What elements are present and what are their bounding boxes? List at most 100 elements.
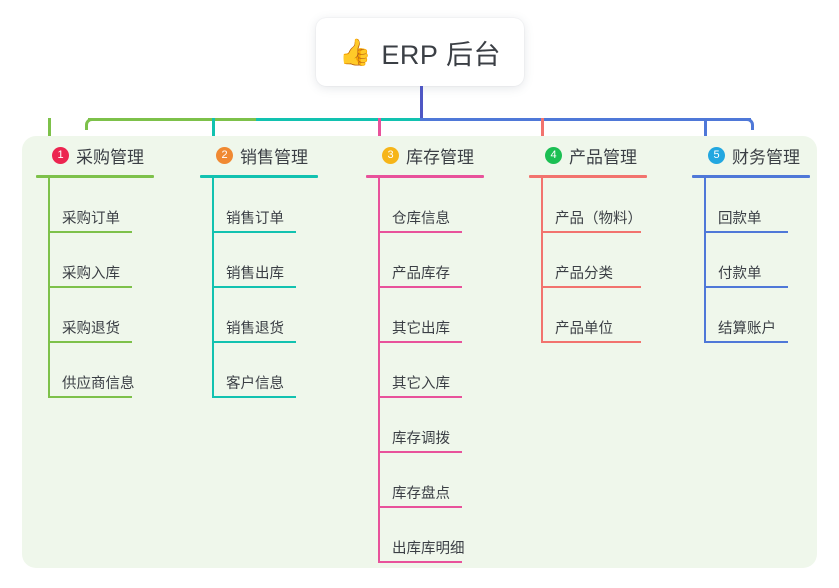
branch-leaf-list-1: 采购订单采购入库采购退货供应商信息 <box>36 178 174 398</box>
leaf-item-label: 产品单位 <box>555 321 613 337</box>
leaf-item-rule <box>378 231 462 233</box>
leaf-item-label: 产品库存 <box>392 266 450 282</box>
root-node-title: ERP 后台 <box>381 39 501 70</box>
branch-header-4[interactable]: 4 产品管理 <box>529 142 667 168</box>
branch-rule-5 <box>692 175 810 178</box>
leaf-item-rule <box>378 286 462 288</box>
leaf-item-label: 采购订单 <box>62 211 120 227</box>
branch-rule-3 <box>366 175 484 178</box>
leaf-item-label: 客户信息 <box>226 376 284 392</box>
leaf-item-rule <box>212 396 296 398</box>
leaf-item[interactable]: 采购入库 <box>36 233 174 288</box>
leaf-item[interactable]: 采购退货 <box>36 288 174 343</box>
branch-title-5: 财务管理 <box>732 147 800 167</box>
leaf-item-rule <box>704 231 788 233</box>
branch-spine-5 <box>704 178 706 343</box>
branch-badge-5: 5 <box>708 146 725 164</box>
leaf-item-rule <box>378 451 462 453</box>
branch-header-1[interactable]: 1 采购管理 <box>36 142 174 168</box>
branch-rule-1 <box>36 175 154 178</box>
leaf-item-label: 销售退货 <box>226 321 284 337</box>
connector-hbar-segment <box>420 118 751 121</box>
leaf-item[interactable]: 结算账户 <box>692 288 830 343</box>
branch-spine-3 <box>378 178 380 563</box>
leaf-item[interactable]: 产品（物料） <box>529 178 667 233</box>
branch-leaf-list-5: 回款单付款单结算账户 <box>692 178 830 343</box>
leaf-item-rule <box>48 341 132 343</box>
leaf-item[interactable]: 采购订单 <box>36 178 174 233</box>
leaf-item[interactable]: 产品单位 <box>529 288 667 343</box>
leaf-item-rule <box>378 506 462 508</box>
leaf-item[interactable]: 付款单 <box>692 233 830 288</box>
leaf-item-label: 结算账户 <box>718 321 776 337</box>
branch-title-1: 采购管理 <box>76 147 144 167</box>
root-stem <box>420 86 423 121</box>
leaf-item[interactable]: 库存盘点 <box>366 453 504 508</box>
branch-column-2: 2 销售管理销售订单销售出库销售退货客户信息 <box>200 142 338 398</box>
leaf-item[interactable]: 库存调拨 <box>366 398 504 453</box>
connector-corner-right <box>742 118 754 130</box>
leaf-item-rule <box>704 286 788 288</box>
leaf-item[interactable]: 产品分类 <box>529 233 667 288</box>
leaf-item[interactable]: 出库库明细 <box>366 508 504 563</box>
branch-rule-2 <box>200 175 318 178</box>
leaf-item[interactable]: 客户信息 <box>200 343 338 398</box>
branch-title-2: 销售管理 <box>240 147 308 167</box>
branch-column-4: 4 产品管理产品（物料） 产品分类产品单位 <box>529 142 667 343</box>
branch-badge-1: 1 <box>52 146 69 164</box>
leaf-item-label: 付款单 <box>718 266 762 282</box>
leaf-item[interactable]: 产品库存 <box>366 233 504 288</box>
leaf-item[interactable]: 销售订单 <box>200 178 338 233</box>
leaf-item-rule <box>541 341 641 343</box>
leaf-item[interactable]: 销售退货 <box>200 288 338 343</box>
leaf-item-label: 其它出库 <box>392 321 450 337</box>
leaf-item-rule <box>704 341 788 343</box>
branch-title-4: 产品管理 <box>569 147 637 167</box>
branch-leaf-list-2: 销售订单销售出库销售退货客户信息 <box>200 178 338 398</box>
leaf-item-rule <box>48 396 132 398</box>
branch-leaf-list-3: 仓库信息产品库存其它出库其它入库库存调拨库存盘点出库库明细 <box>366 178 504 563</box>
branch-badge-2: 2 <box>216 146 233 164</box>
leaf-item-rule <box>48 231 132 233</box>
branch-column-5: 5 财务管理回款单付款单结算账户 <box>692 142 830 343</box>
leaf-item[interactable]: 其它入库 <box>366 343 504 398</box>
branch-header-2[interactable]: 2 销售管理 <box>200 142 338 168</box>
branch-spine-1 <box>48 178 50 398</box>
branches-panel <box>22 136 817 568</box>
branch-leaf-list-4: 产品（物料） 产品分类产品单位 <box>529 178 667 343</box>
branch-rule-4 <box>529 175 647 178</box>
leaf-item-rule <box>541 286 641 288</box>
branch-column-1: 1 采购管理采购订单采购入库采购退货供应商信息 <box>36 142 174 398</box>
leaf-item-label: 销售出库 <box>226 266 284 282</box>
leaf-item-label: 仓库信息 <box>392 211 450 227</box>
leaf-item-label: 采购退货 <box>62 321 120 337</box>
leaf-item[interactable]: 销售出库 <box>200 233 338 288</box>
leaf-item-rule <box>212 341 296 343</box>
branch-title-3: 库存管理 <box>406 147 474 167</box>
leaf-item-label: 产品分类 <box>555 266 613 282</box>
connector-hbar-segment <box>256 118 420 121</box>
branch-badge-4: 4 <box>545 146 562 164</box>
leaf-item-label: 库存盘点 <box>392 486 450 502</box>
leaf-item-rule <box>212 231 296 233</box>
leaf-item-label: 产品（物料） <box>555 211 642 227</box>
leaf-item-label: 供应商信息 <box>62 376 135 392</box>
leaf-item[interactable]: 仓库信息 <box>366 178 504 233</box>
branch-header-5[interactable]: 5 财务管理 <box>692 142 830 168</box>
leaf-item-rule <box>212 286 296 288</box>
branch-spine-2 <box>212 178 214 398</box>
leaf-item[interactable]: 回款单 <box>692 178 830 233</box>
leaf-item-label: 回款单 <box>718 211 762 227</box>
leaf-item-rule <box>378 341 462 343</box>
leaf-item-label: 出库库明细 <box>392 541 465 557</box>
leaf-item-rule <box>48 286 132 288</box>
thumbs-up-icon: 👍 <box>339 37 372 67</box>
leaf-item[interactable]: 其它出库 <box>366 288 504 343</box>
connector-corner-left <box>85 118 97 130</box>
root-node[interactable]: 👍 ERP 后台 <box>316 18 524 86</box>
leaf-item[interactable]: 供应商信息 <box>36 343 174 398</box>
leaf-item-label: 采购入库 <box>62 266 120 282</box>
